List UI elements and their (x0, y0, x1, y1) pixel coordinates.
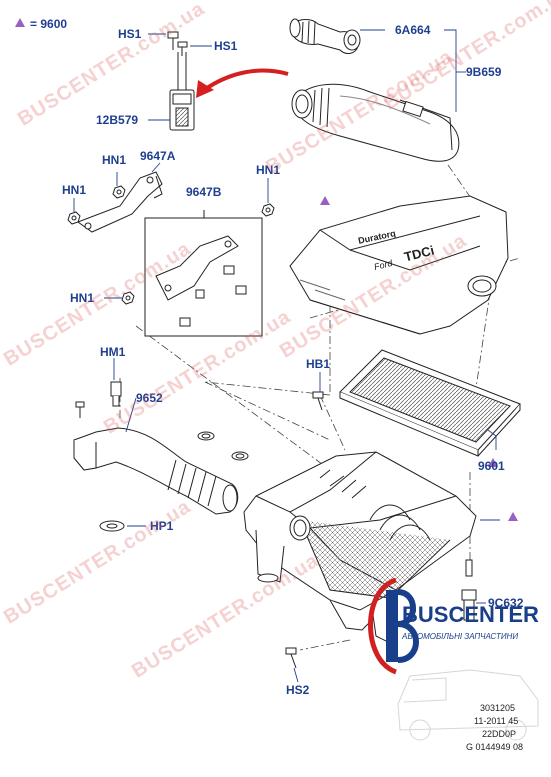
part-9647a (76, 171, 163, 233)
screw-hs2 (285, 647, 297, 669)
bolt-hb1 (312, 391, 324, 411)
label-hn1-a: HN1 (102, 153, 127, 167)
van-watermark (397, 669, 539, 741)
red-arrow (196, 68, 289, 98)
label-hn1-c: HN1 (256, 163, 281, 177)
ref-line-4: G 0144949 08 (466, 742, 524, 752)
washers (99, 431, 249, 532)
label-9601: 9601 (478, 459, 505, 473)
label-hm1: HM1 (100, 345, 126, 359)
part-9c632 (461, 559, 477, 621)
label-hb1: HB1 (306, 357, 331, 371)
label-9647b: 9647B (186, 185, 222, 199)
label-hs2: HS2 (286, 683, 310, 697)
ref-line-2: 11-2011 45 (474, 716, 519, 726)
logo-mark (368, 577, 419, 675)
screws-hs1 (167, 31, 188, 56)
label-hs1-right: HS1 (214, 39, 238, 53)
triangle-icon (15, 18, 25, 27)
label-hn1-d: HN1 (70, 291, 95, 305)
part-6a664 (289, 18, 361, 54)
ref-line-3: 22DD0P (482, 729, 517, 739)
label-9b659: 9B659 (466, 65, 502, 79)
part-9652-duct (73, 427, 239, 515)
label-9647a: 9647A (140, 149, 176, 163)
air-cleaner-housing (243, 451, 477, 643)
part-9601-filter (339, 349, 521, 457)
part-9b659 (291, 83, 460, 162)
logo-name: BUSCENTER (402, 602, 539, 627)
part-9647b (144, 210, 263, 337)
triangle-icon (320, 196, 330, 205)
label-hn1-b: HN1 (62, 183, 87, 197)
label-9652: 9652 (136, 391, 163, 405)
triangle-icon (508, 512, 518, 521)
label-12b579: 12B579 (96, 113, 139, 127)
leader-lines (73, 29, 500, 683)
logo-subtitle: АВТОМОБІЛЬНІ ЗАПЧАСТИНИ (402, 632, 519, 641)
legend-text: = 9600 (30, 17, 68, 31)
label-6a664: 6A664 (395, 23, 431, 37)
nuts-hn1 (67, 185, 275, 305)
air-cleaner-cover (289, 195, 509, 335)
fastener-hm1 (75, 381, 122, 418)
label-9c632: 9C632 (488, 596, 524, 610)
label-hp1: HP1 (150, 519, 174, 533)
ref-line-1: 3031205 (480, 703, 516, 713)
label-hs1-top: HS1 (118, 27, 142, 41)
part-12b579 (169, 52, 195, 131)
triangle-icon (488, 458, 498, 467)
